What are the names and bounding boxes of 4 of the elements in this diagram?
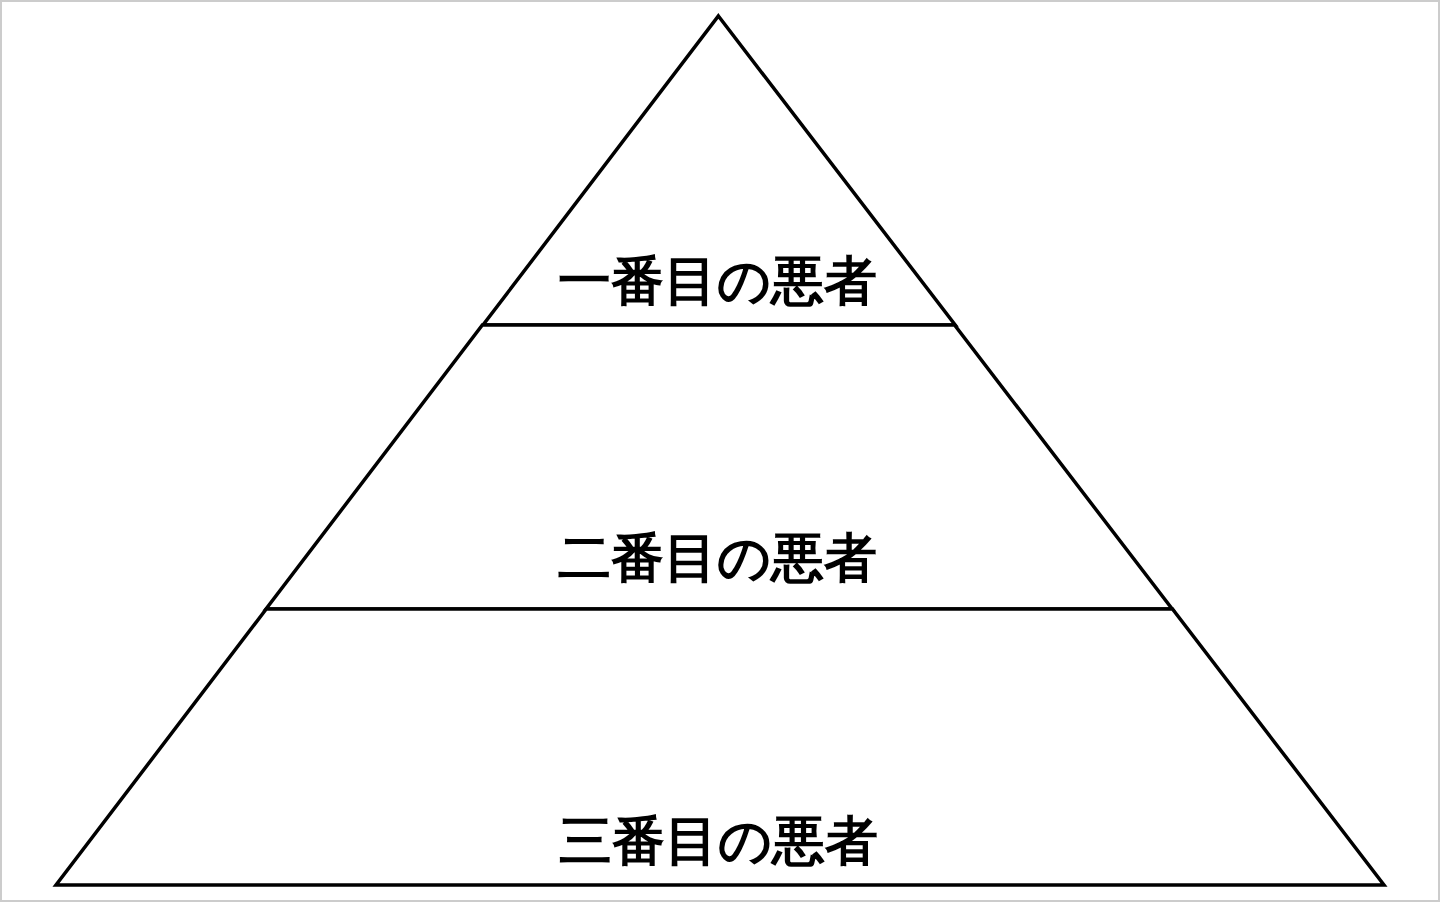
tier-label: 二番目の悪者 <box>558 531 878 584</box>
tier-label: 三番目の悪者 <box>558 814 878 867</box>
pyramid-tier <box>53 606 1387 888</box>
tier-label: 一番目の悪者 <box>558 254 878 307</box>
